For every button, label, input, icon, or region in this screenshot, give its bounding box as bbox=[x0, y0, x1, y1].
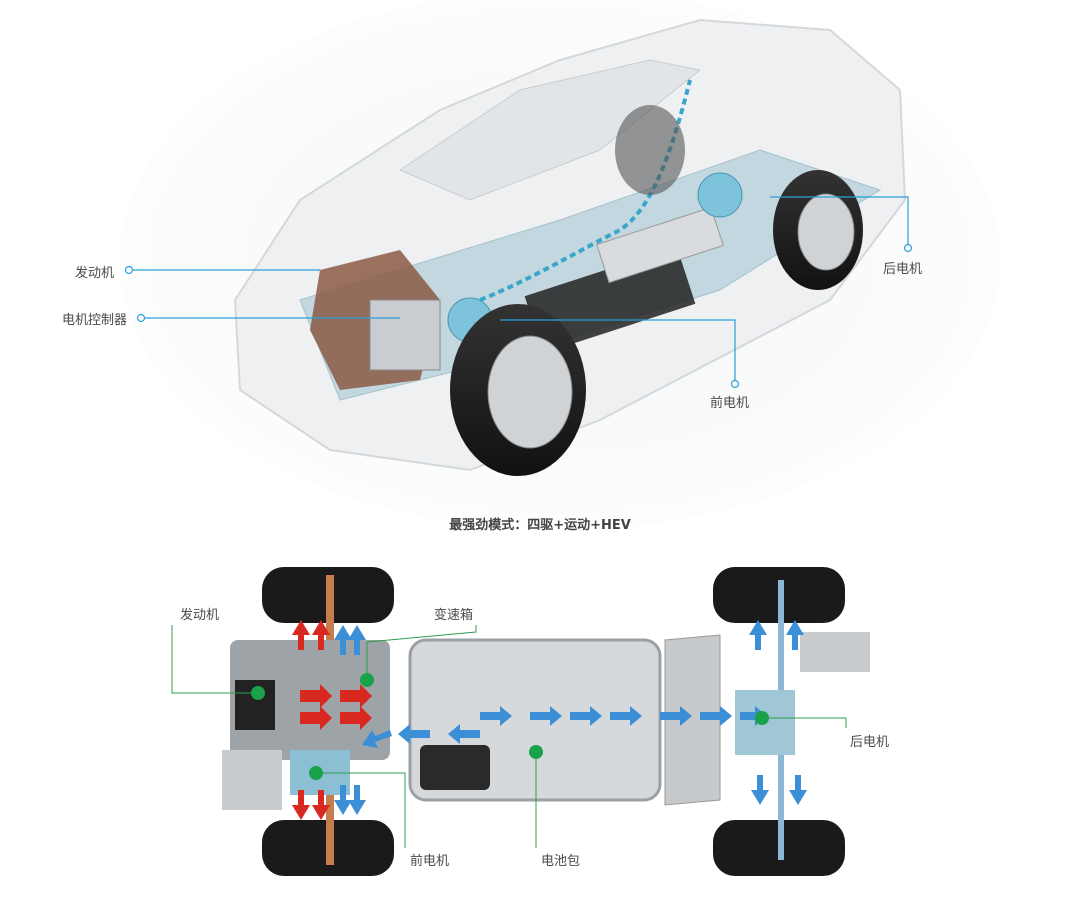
dot-gearbox bbox=[360, 673, 374, 687]
label-gearbox: 变速箱 bbox=[434, 608, 474, 623]
label-front-motor: 前电机 bbox=[710, 396, 750, 411]
label-rear-motor: 后电机 bbox=[883, 262, 923, 277]
label-battery-pack: 电池包 bbox=[541, 854, 581, 869]
electric-power-arrows bbox=[334, 620, 807, 815]
callout-line-rear-motor-bottom bbox=[762, 717, 847, 728]
callout-dot-rear-motor bbox=[903, 243, 913, 253]
callout-dot-motor-controller bbox=[136, 313, 146, 323]
label-engine-bottom: 发动机 bbox=[180, 608, 220, 623]
dot-rear-motor bbox=[755, 711, 769, 725]
mode-caption: 最强劲模式：四驱+运动+HEV bbox=[449, 518, 631, 533]
callout-line-gearbox bbox=[366, 625, 477, 680]
dot-front-motor bbox=[309, 766, 323, 780]
engine-power-arrows bbox=[292, 620, 372, 820]
label-engine: 发动机 bbox=[75, 266, 115, 281]
dot-battery-pack bbox=[529, 745, 543, 759]
callout-line-front-motor-bottom bbox=[316, 772, 406, 848]
callout-line-rear-motor bbox=[770, 196, 909, 244]
callout-line-engine-bottom bbox=[171, 625, 258, 694]
label-front-motor-bottom: 前电机 bbox=[410, 854, 450, 869]
front-wheel bbox=[450, 304, 586, 476]
motor-controller-shape bbox=[369, 299, 441, 371]
callout-dot-engine bbox=[124, 265, 134, 275]
dot-engine bbox=[251, 686, 265, 700]
callout-dot-front-motor bbox=[730, 379, 740, 389]
rear-wheel bbox=[773, 170, 863, 290]
callout-line-front-motor bbox=[500, 319, 736, 380]
battery-pack-shape bbox=[524, 246, 696, 354]
label-motor-controller: 电机控制器 bbox=[62, 313, 128, 328]
label-rear-motor-bottom: 后电机 bbox=[850, 735, 890, 750]
